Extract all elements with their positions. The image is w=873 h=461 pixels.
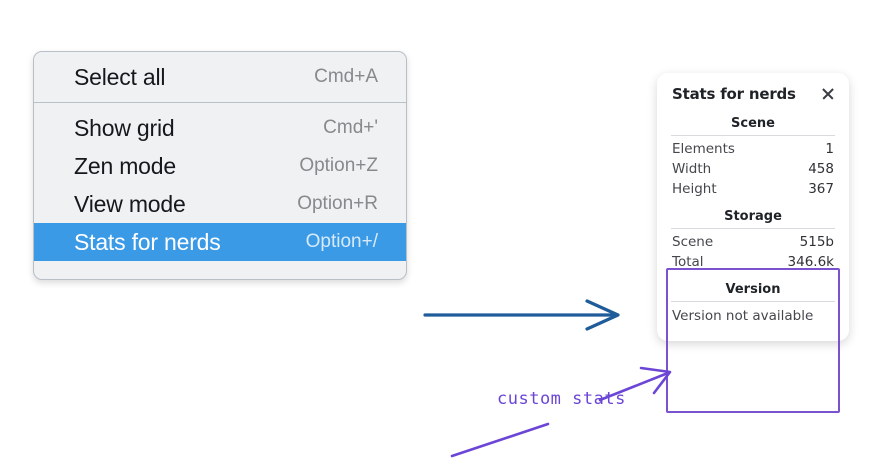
menu-item-shortcut: Option+/ — [305, 231, 378, 252]
version-note: Version not available — [672, 308, 814, 324]
menu-item-shortcut: Option+R — [297, 193, 378, 214]
menu-separator — [34, 102, 406, 103]
menu-item-label: Stats for nerds — [74, 228, 221, 255]
menu-item-label: View mode — [74, 190, 186, 217]
stat-row-height: Height 367 — [657, 179, 849, 199]
stats-panel-title: Stats for nerds — [672, 85, 796, 103]
stat-value: 1 — [825, 141, 834, 157]
blue-arrow — [423, 299, 620, 331]
stat-row-total-size: Total 346.6k — [657, 252, 849, 272]
stat-row-scene-size: Scene 515b — [657, 232, 849, 252]
section-divider — [671, 135, 835, 136]
stat-label: Scene — [672, 234, 714, 250]
purple-tail-stroke — [450, 422, 550, 458]
stat-value: 346.6k — [787, 254, 834, 270]
stat-label: Elements — [672, 141, 735, 157]
stat-label: Total — [672, 254, 704, 270]
stat-value: 458 — [808, 161, 834, 177]
menu-item-view-mode[interactable]: View mode Option+R — [34, 185, 406, 223]
menu-item-show-grid[interactable]: Show grid Cmd+' — [34, 109, 406, 147]
menu-item-shortcut: Cmd+A — [314, 66, 378, 87]
section-title-scene: Scene — [731, 116, 775, 131]
menu-footer-spacer — [34, 267, 406, 279]
stats-panel-header: Stats for nerds — [657, 85, 849, 103]
menu-item-stats-for-nerds[interactable]: Stats for nerds Option+/ — [34, 223, 406, 261]
stat-value: 515b — [799, 234, 834, 250]
stat-label: Height — [672, 181, 717, 197]
section-divider — [671, 301, 835, 302]
section-divider — [671, 228, 835, 229]
stat-label: Width — [672, 161, 712, 177]
menu-item-label: Zen mode — [74, 152, 176, 179]
menu-item-label: Show grid — [74, 114, 175, 141]
menu-item-label: Select all — [74, 63, 166, 90]
stats-for-nerds-panel: Stats for nerds Scene Elements 1 Width 4… — [657, 73, 849, 413]
stat-value: 367 — [808, 181, 834, 197]
stat-row-width: Width 458 — [657, 159, 849, 179]
menu-item-zen-mode[interactable]: Zen mode Option+Z — [34, 147, 406, 185]
section-title-storage: Storage — [724, 209, 782, 224]
menu-group-2: Show grid Cmd+' Zen mode Option+Z View m… — [34, 103, 406, 267]
close-icon[interactable] — [820, 86, 836, 102]
menu-item-shortcut: Cmd+' — [323, 117, 378, 138]
custom-stats-annotation-label: custom stats — [497, 389, 626, 409]
context-menu: Select all Cmd+A Show grid Cmd+' Zen mod… — [33, 51, 407, 280]
section-title-version: Version — [725, 282, 781, 297]
menu-item-select-all[interactable]: Select all Cmd+A — [34, 58, 406, 96]
menu-group-1: Select all Cmd+A — [34, 52, 406, 102]
stat-row-elements: Elements 1 — [657, 139, 849, 159]
menu-item-shortcut: Option+Z — [299, 155, 378, 176]
